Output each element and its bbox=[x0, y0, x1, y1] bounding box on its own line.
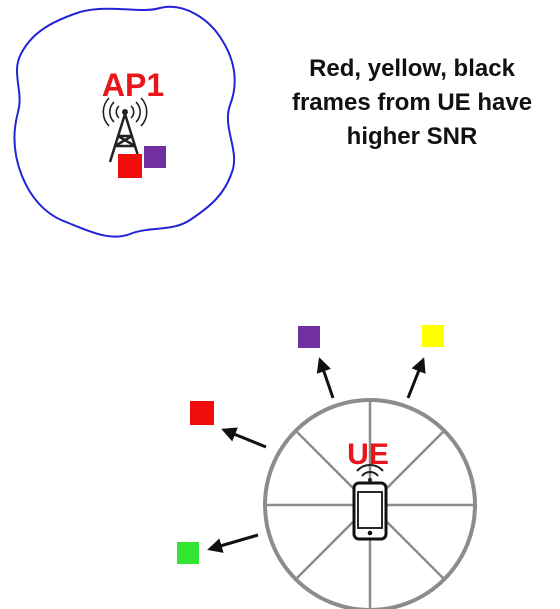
arrow-to-purple-frame bbox=[316, 357, 335, 399]
ue-frame-green bbox=[177, 542, 199, 564]
arrow-to-green-frame bbox=[207, 533, 259, 553]
ap-frame-purple bbox=[144, 146, 166, 168]
ap-label: AP1 bbox=[102, 67, 164, 103]
arrow-to-yellow-frame bbox=[406, 357, 426, 399]
ap-frame-red bbox=[118, 154, 142, 178]
arrow-to-red-frame bbox=[221, 427, 267, 449]
caption-line: frames from UE have bbox=[291, 89, 533, 116]
ue-frame-yellow bbox=[422, 325, 444, 347]
antenna-tower-icon bbox=[102, 97, 148, 163]
caption-line: higher SNR bbox=[346, 123, 478, 150]
ue-frame-red bbox=[190, 401, 214, 425]
caption-line: Red, yellow, black bbox=[309, 55, 515, 82]
wifi-signal-icon bbox=[356, 464, 384, 482]
ap-coverage-area bbox=[13, 5, 236, 238]
snr-caption: Red, yellow, black frames from UE have h… bbox=[262, 52, 560, 154]
smartphone-icon bbox=[352, 481, 388, 541]
ue-frame-purple bbox=[298, 326, 320, 348]
